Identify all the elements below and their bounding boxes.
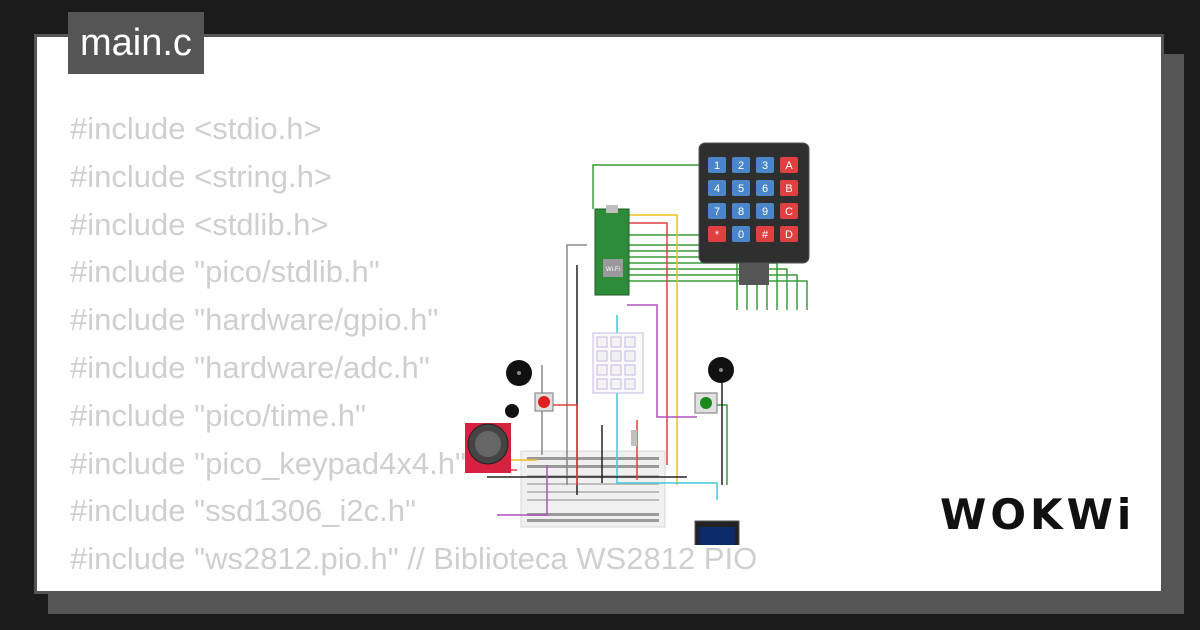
code-line: #include "hardware/adc.h"	[70, 349, 430, 385]
file-tab: main.c	[68, 12, 204, 74]
keypad-key-label: *	[715, 229, 720, 241]
keypad-key-label: 1	[714, 160, 720, 172]
keypad-key-label: 9	[762, 206, 768, 218]
keypad-key	[708, 157, 726, 173]
keypad-key	[732, 157, 750, 173]
code-line: #include "ssd1306_i2c.h"	[70, 493, 417, 529]
circuit-diagram: 1 2 3 A 4 5 6 B 7 8 9	[465, 142, 810, 545]
code-line: #include <stdio.h>	[70, 111, 322, 146]
code-line: #include "pico/time.h"	[70, 397, 366, 433]
keypad-key-label: 2	[738, 160, 744, 172]
keypad-key-label: C	[785, 206, 793, 218]
keypad-key	[780, 180, 798, 196]
preview-card: #include <stdio.h> #include <string.h> #…	[34, 34, 1164, 594]
code-line: #include "ws2812.pio.h" // Biblioteca WS…	[70, 541, 758, 577]
keypad-key-label: D	[785, 229, 793, 241]
keypad-key-label: 0	[738, 229, 744, 241]
keypad-key	[732, 203, 750, 219]
keypad-key-label: 3	[762, 160, 768, 172]
keypad-key	[708, 226, 726, 242]
joystick-module	[465, 423, 511, 473]
code-line: #include "pico_keypad4x4.h"	[70, 445, 467, 481]
keypad-key-label: A	[785, 160, 793, 172]
keypad-4x4: 1 2 3 A 4 5 6 B 7 8 9	[698, 142, 810, 285]
keypad-key	[708, 180, 726, 196]
keypad-key	[756, 226, 774, 242]
keypad-key	[780, 203, 798, 219]
code-line: #include <string.h>	[70, 158, 332, 194]
code-listing: #include <stdio.h> #include <string.h> #…	[70, 105, 757, 583]
keypad-key	[732, 226, 750, 242]
push-button-green	[694, 392, 718, 414]
oled-display	[694, 520, 740, 545]
keypad-key	[708, 203, 726, 219]
code-line: #include <stdlib.h>	[70, 206, 329, 242]
keypad-key-label: 7	[714, 206, 720, 218]
black-button	[505, 404, 519, 418]
keypad-key-label: 8	[738, 206, 744, 218]
keypad-key-label: 6	[762, 183, 768, 195]
keypad-key	[756, 203, 774, 219]
rgb-led	[631, 430, 637, 446]
code-line: #include "hardware/gpio.h"	[70, 302, 439, 338]
keypad-key	[732, 180, 750, 196]
wokwi-logo: WOKWi	[940, 490, 1136, 539]
keypad-key-label: 5	[738, 183, 744, 195]
code-line: #include "pico/stdlib.h"	[70, 254, 380, 290]
keypad-key-label: #	[762, 229, 769, 241]
keypad-key	[780, 157, 798, 173]
keypad-key-label: B	[785, 183, 792, 195]
keypad-key-label: 4	[714, 183, 720, 195]
keypad-key	[756, 157, 774, 173]
keypad-key	[756, 180, 774, 196]
pico-board: Wi-Fi	[594, 205, 630, 296]
keypad-key	[780, 226, 798, 242]
pico-chip-label: Wi-Fi	[606, 267, 620, 273]
led-matrix	[592, 332, 644, 394]
push-button-red	[534, 392, 554, 412]
